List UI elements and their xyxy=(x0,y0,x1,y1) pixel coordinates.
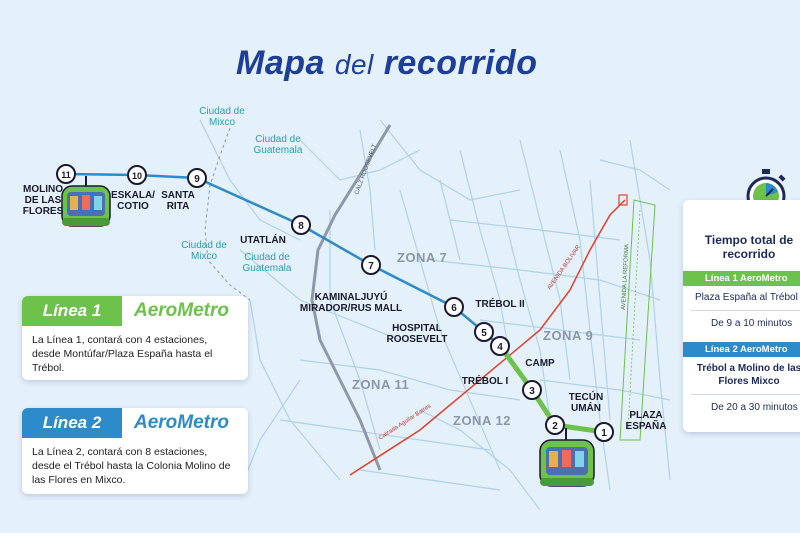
station-label-4: TRÉBOL I xyxy=(461,376,509,387)
station-markers: 1 2 3 45 6 7 8 9 10 11 xyxy=(56,164,614,442)
travel-time-title: Tiempo total de recorrido xyxy=(704,233,794,261)
station-number-4: 4 xyxy=(497,342,503,353)
station-marker-7: 7 xyxy=(361,255,381,275)
station-number-5: 5 xyxy=(481,328,487,339)
line2-brand: AeroMetro xyxy=(122,408,248,438)
reforma-label: AVENIDA LA REFORMA xyxy=(621,244,630,310)
station-number-1: 1 xyxy=(601,428,607,439)
station-marker-1: 1 xyxy=(594,422,614,442)
calzada-road xyxy=(310,124,392,471)
street-grid xyxy=(199,119,671,511)
line2-time-bar: Línea 2 AeroMetro xyxy=(683,342,800,357)
station-number-9: 9 xyxy=(194,174,200,185)
line2-label: Línea 2 xyxy=(22,408,122,438)
line2-time-divider xyxy=(691,394,800,395)
station-number-3: 3 xyxy=(529,386,535,397)
label-guatemala-mid: Ciudad de Guatemala xyxy=(242,252,292,274)
label-mixco-mid: Ciudad de Mixco xyxy=(181,240,227,262)
line1-route xyxy=(497,343,607,435)
station-label-7: KAMINALJUYÚ MIRADOR/RUS MALL xyxy=(299,292,403,314)
line2-time-value: De 20 a 30 minutos xyxy=(711,402,798,413)
station-marker-11: 11 xyxy=(56,164,76,184)
label-mixco-top: Ciudad de Mixco xyxy=(199,106,245,128)
station-marker-6: 6 xyxy=(444,297,464,317)
station-marker-3: 3 xyxy=(522,380,542,400)
station-number-11: 11 xyxy=(61,170,71,180)
station-label-1: PLAZA ESPAÑA xyxy=(625,410,667,432)
red-route xyxy=(349,199,626,476)
zone-label-7: ZONA 7 xyxy=(397,250,448,265)
line1-description: La Línea 1, contará con 4 estaciones, de… xyxy=(32,334,213,374)
line1-time-bar: Línea 1 AeroMetro xyxy=(683,271,800,286)
station-marker-4: 4 xyxy=(490,336,510,356)
zone-label-12: ZONA 12 xyxy=(453,413,511,428)
travel-time-panel: Tiempo total de recorrido Línea 1 AeroMe… xyxy=(683,200,800,432)
station-label-10: ESKALA/ COTIO xyxy=(111,190,155,212)
line1-brand: AeroMetro xyxy=(122,296,248,326)
line2-info-card: Línea 2 AeroMetro La Línea 2, contará co… xyxy=(22,408,248,494)
green-corridor xyxy=(619,199,656,441)
station-number-10: 10 xyxy=(132,171,142,181)
station-label-11: MOLINO DE LAS FLORES xyxy=(22,184,64,217)
page-title: Mapa del recorrido xyxy=(236,44,538,82)
line2-time-route: Trébol a Molino de las Flores Mixco xyxy=(696,363,800,387)
label-guatemala-top: Ciudad de Guatemala xyxy=(253,134,303,156)
gondola-cabin-east xyxy=(539,428,595,487)
station-number-7: 7 xyxy=(368,261,374,272)
line1-time-route: Plaza España al Trébol xyxy=(695,292,798,303)
line2-description: La Línea 2, contará con 8 estaciones, de… xyxy=(32,446,231,486)
station-marker-10: 10 xyxy=(127,165,147,185)
red-route-end xyxy=(618,194,628,206)
station-label-2: TECÚN UMÁN xyxy=(568,392,604,414)
station-number-8: 8 xyxy=(298,221,304,232)
line1-time-value: De 9 a 10 minutos xyxy=(711,318,793,329)
green-corridor-inner xyxy=(627,209,641,431)
station-number-6: 6 xyxy=(451,303,457,314)
station-label-6: TRÉBOL II xyxy=(475,299,525,310)
station-label-8: UTATLÁN xyxy=(240,235,286,246)
zone-label-9: ZONA 9 xyxy=(543,328,594,343)
station-label-3: CAMP xyxy=(525,358,555,369)
station-label-5: HOSPITAL ROOSEVELT xyxy=(386,323,448,345)
calzada-label: CALZ ROOSEVELT xyxy=(354,143,378,195)
gondola-cabin-west xyxy=(61,176,111,227)
station-marker-5: 5 xyxy=(474,322,494,342)
station-label-9: SANTA RITA xyxy=(161,190,195,212)
station-marker-9: 9 xyxy=(187,168,207,188)
station-marker-8: 8 xyxy=(291,215,311,235)
line2-card-header: Línea 2 AeroMetro xyxy=(22,408,248,438)
line1-info-card: Línea 1 AeroMetro La Línea 1, contará co… xyxy=(22,296,248,380)
line1-time-divider xyxy=(691,310,800,311)
municipal-boundary xyxy=(204,127,251,301)
station-number-2: 2 xyxy=(552,421,558,432)
calzada-aguilar-label: Calzada Aguilar Batres xyxy=(378,403,432,441)
line1-card-header: Línea 1 AeroMetro xyxy=(22,296,248,326)
line1-label: Línea 1 xyxy=(22,296,122,326)
station-marker-2: 2 xyxy=(545,415,565,435)
zone-label-11: ZONA 11 xyxy=(352,377,410,392)
